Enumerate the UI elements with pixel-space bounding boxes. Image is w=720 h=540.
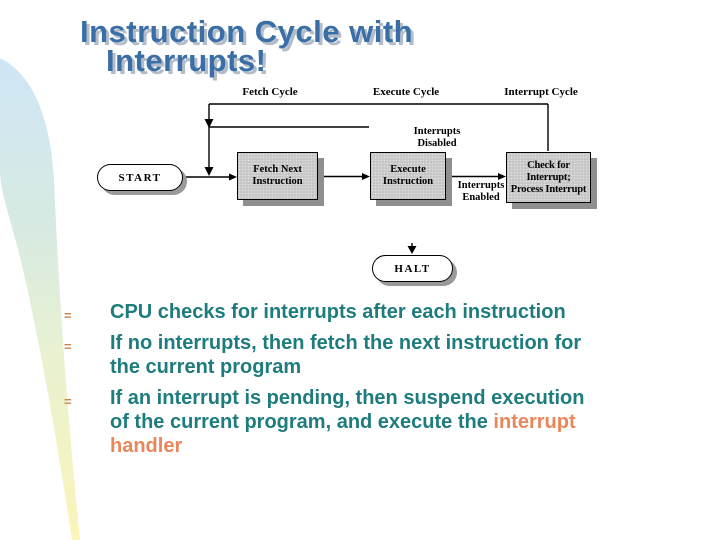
interrupts-disabled-line2: Disabled xyxy=(417,137,457,149)
interrupts-disabled-label: Interrupts Disabled xyxy=(405,126,469,149)
fetch-next-instruction-box: Fetch Next Instruction xyxy=(237,152,318,200)
check-for-interrupt-box: Check for Interrupt; Process Interrupt xyxy=(506,152,591,203)
bullet-item-3: = If an interrupt is pending, then suspe… xyxy=(0,386,702,458)
interrupts-enabled-line1: Interrupts xyxy=(457,180,505,191)
bullet-3-line1: If an interrupt is pending, then suspend… xyxy=(110,387,585,409)
bullet-3-highlight-handler: handler xyxy=(110,435,183,457)
execute-instruction-box: Execute Instruction xyxy=(370,152,446,200)
bullet-marker-icon: = xyxy=(64,339,72,354)
bullet-2-line2: the current program xyxy=(110,356,302,378)
fetch-cycle-label: Fetch Cycle xyxy=(242,86,298,98)
bullet-marker-icon: = xyxy=(64,308,72,323)
bullet-3-highlight-interrupt: interrupt xyxy=(493,411,576,433)
bullet-3-line2: of the current program, and execute the … xyxy=(110,410,702,434)
execute-cycle-label: Execute Cycle xyxy=(372,86,440,98)
bullet-item-2: = If no interrupts, then fetch the next … xyxy=(0,331,702,379)
fetch-box-line2: Instruction xyxy=(252,176,303,187)
start-label: START xyxy=(118,171,162,184)
decorative-swoosh xyxy=(0,58,80,540)
execute-box-line1: Execute xyxy=(390,164,426,175)
halt-terminal: HALT xyxy=(372,255,453,282)
check-box-line1: Check for xyxy=(527,159,570,171)
interrupts-disabled-line1: Interrupts xyxy=(413,126,461,137)
execute-box-line2: Instruction xyxy=(382,176,434,187)
slide-title-line2: Interrupts! xyxy=(106,43,267,78)
interrupts-enabled-label: Interrupts Enabled xyxy=(449,180,513,203)
interrupt-cycle-label: Interrupt Cycle xyxy=(504,86,578,98)
check-box-line2: Interrupt; xyxy=(526,171,571,183)
bullet-1-text: CPU checks for interrupts after each ins… xyxy=(110,301,566,323)
slide-title-line1: Instruction Cycle with xyxy=(80,14,414,49)
bullet-list: = CPU checks for interrupts after each i… xyxy=(0,300,700,465)
bullet-item-1: = CPU checks for interrupts after each i… xyxy=(0,300,702,324)
bullet-marker-icon: = xyxy=(64,394,72,409)
bullet-2-line1: If no interrupts, then fetch the next in… xyxy=(110,332,582,354)
halt-label: HALT xyxy=(394,262,431,275)
bullet-3-line2-main: of the current program, and execute the xyxy=(110,411,494,433)
interrupts-enabled-line2: Enabled xyxy=(462,191,500,203)
check-box-line3: Process Interrupt xyxy=(510,183,587,195)
start-terminal: START xyxy=(97,164,183,191)
fetch-box-line1: Fetch Next xyxy=(253,164,302,175)
